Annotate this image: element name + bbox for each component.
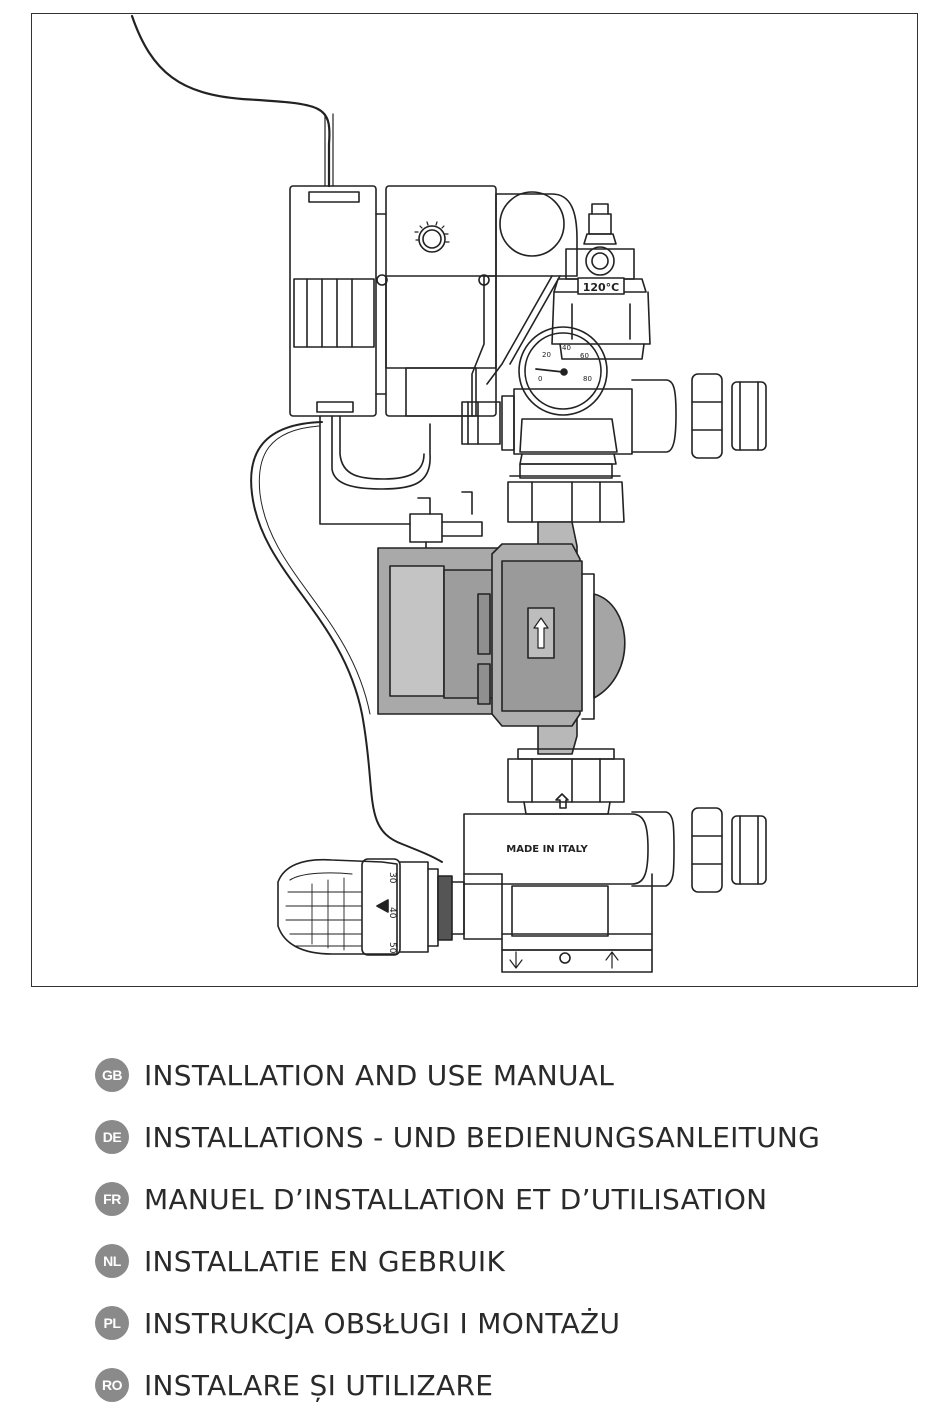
upper-valve-body [462, 374, 766, 464]
manual-title-de: DE INSTALLATIONS - UND BEDIENUNGSANLEITU… [95, 1106, 935, 1168]
manual-title-text-pl: INSTRUKCJA OBSŁUGI I MONTAŻU [144, 1307, 620, 1340]
thermostat-mark-50: 50 [387, 942, 397, 954]
lower-union-nut [508, 749, 624, 814]
valve-temperature-label: 120°C [583, 281, 620, 294]
actuator-housing [290, 186, 496, 416]
gauge-tick-80: 80 [583, 375, 592, 383]
language-badge-de: DE [95, 1120, 129, 1154]
manual-title-fr: FR MANUEL D’INSTALLATION ET D’UTILISATIO… [95, 1168, 935, 1230]
manual-title-text-gb: INSTALLATION AND USE MANUAL [144, 1059, 614, 1092]
temperature-gauge: 0 20 40 60 80 [519, 327, 607, 415]
motor-cylinder [472, 192, 577, 416]
gauge-tick-40: 40 [562, 344, 571, 352]
manual-title-text-de: INSTALLATIONS - UND BEDIENUNGSANLEITUNG [144, 1121, 820, 1154]
language-badge-nl: NL [95, 1244, 129, 1278]
circulator-pump [378, 522, 625, 754]
capillary-loop-lower [332, 416, 430, 489]
upper-union-nut [508, 464, 624, 522]
language-badge-ro: RO [95, 1368, 129, 1402]
air-vent-valve: 120°C [552, 204, 650, 359]
gauge-tick-0: 0 [538, 375, 542, 383]
manual-title-text-ro: INSTALARE ȘI UTILIZARE [144, 1369, 493, 1402]
manual-title-text-nl: INSTALLATIE EN GEBRUIK [144, 1245, 505, 1278]
manual-title-pl: PL INSTRUKCJA OBSŁUGI I MONTAŻU [95, 1292, 935, 1354]
capillary-tube-top [132, 16, 329, 186]
thermostat-mark-30: 30 [387, 872, 397, 884]
setting-dial [415, 222, 449, 252]
lower-valve-body: MADE IN ITALY [464, 808, 766, 972]
language-badge-gb: GB [95, 1058, 129, 1092]
thermostatic-head: 30 40 50 [278, 859, 464, 955]
language-badge-pl: PL [95, 1306, 129, 1340]
manual-title-text-fr: MANUEL D’INSTALLATION ET D’UTILISATION [144, 1183, 767, 1216]
sensor-clip [410, 492, 482, 549]
product-illustration: 120°C 0 20 40 60 80 [31, 13, 918, 987]
gauge-tick-20: 20 [542, 351, 551, 359]
manual-title-gb: GB INSTALLATION AND USE MANUAL [95, 1044, 935, 1106]
manual-title-list: GB INSTALLATION AND USE MANUAL DE INSTAL… [95, 1044, 935, 1416]
gauge-tick-60: 60 [580, 352, 589, 360]
language-badge-fr: FR [95, 1182, 129, 1216]
manual-title-ro: RO INSTALARE ȘI UTILIZARE [95, 1354, 935, 1416]
manual-title-nl: NL INSTALLATIE EN GEBRUIK [95, 1230, 935, 1292]
body-marking: MADE IN ITALY [506, 844, 588, 855]
